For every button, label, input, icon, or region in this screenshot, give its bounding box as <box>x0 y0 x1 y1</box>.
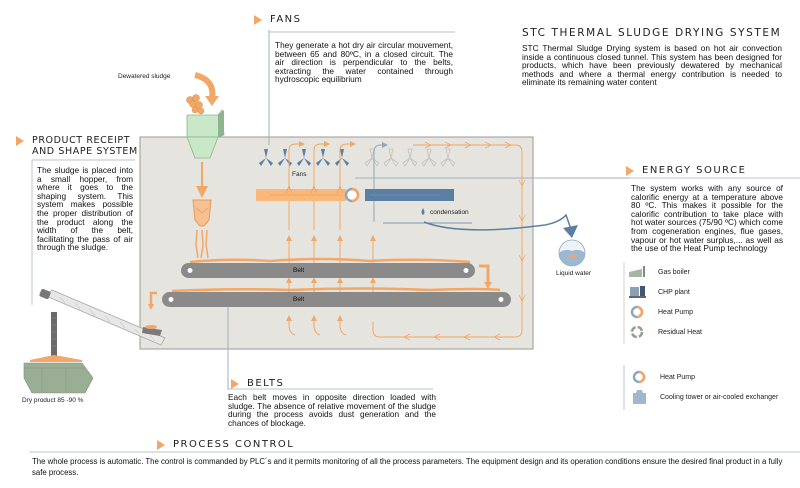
cooling-tower-icon <box>633 390 646 404</box>
energy-source-heading-label: ENERGY SOURCE <box>642 165 747 176</box>
belt-transfer-arrow <box>479 264 490 283</box>
lower-belt <box>162 287 511 307</box>
belts-heading-label: BELTS <box>247 378 285 389</box>
drying-tunnel <box>139 136 534 350</box>
process-control-heading-label: PROCESS CONTROL <box>173 439 295 450</box>
legend-item-heat-pump: Heat Pump <box>628 302 702 322</box>
fans-heading-label: FANS <box>270 14 302 25</box>
belts-heading: BELTS <box>231 378 284 389</box>
process-control-heading: PROCESS CONTROL <box>157 439 294 450</box>
condensate-drain-line <box>423 213 573 233</box>
liquid-water-icon <box>558 239 586 267</box>
dry-product-skip <box>23 355 94 394</box>
sludge-lumps <box>186 94 205 115</box>
page-title: STC THERMAL SLUDGE DRYING SYSTEM <box>522 27 782 39</box>
cooling-legend: Heat Pump Cooling tower or air-cooled ex… <box>630 367 778 407</box>
legend-label: Heat Pump <box>658 308 694 316</box>
legend-label: Heat Pump <box>660 373 696 381</box>
energy-source-heading: ENERGY SOURCE <box>626 165 746 176</box>
dewatered-sludge-label: Dewatered sludge <box>118 73 171 80</box>
section-marker-icon <box>626 165 634 176</box>
falling-sludge <box>195 229 209 259</box>
section-marker-icon <box>254 14 262 25</box>
fans-heading: FANS <box>254 14 302 25</box>
upper-belt-label: Belt <box>293 267 305 274</box>
product-receipt-text: The sludge is placed into a small hopper… <box>37 165 133 253</box>
legend-item-chp-plant: CHP plant <box>628 282 702 302</box>
chp-plant-icon <box>629 286 646 298</box>
section-marker-icon <box>157 439 165 450</box>
section-marker-icon <box>16 136 24 146</box>
fans-text: They generate a hot dry air circular mou… <box>275 40 453 85</box>
product-receipt-heading: PRODUCT RECEIPT AND SHAPE SYSTEM <box>16 135 138 157</box>
energy-source-text: The system works with any source of calo… <box>631 183 783 254</box>
upper-belt <box>181 257 475 278</box>
heat-pump-icon <box>630 305 644 319</box>
legend-item-heat-pump-cooling: Heat Pump <box>630 367 778 387</box>
belts-text: Each belt moves in opposite direction lo… <box>228 392 436 428</box>
process-control-text: The whole process is automatic. The cont… <box>32 457 783 477</box>
legend-label: Cooling tower or air-cooled exchanger <box>660 393 779 401</box>
liquid-water-label: Liquid water <box>556 270 592 277</box>
section-marker-icon <box>231 378 239 389</box>
dewatered-sludge-arrow <box>194 72 216 99</box>
legend-item-residual-heat: Residual Heat <box>628 322 702 342</box>
moist-air-arrow <box>373 142 388 222</box>
heating-coil-marks <box>270 185 344 196</box>
screw-conveyor <box>39 289 166 346</box>
conveyor-support <box>51 312 57 357</box>
fans-label: Fans <box>292 171 307 178</box>
product-receipt-heading-line1: PRODUCT RECEIPT <box>32 135 131 146</box>
discharge-arrow <box>149 291 157 305</box>
intro-block: STC THERMAL SLUDGE DRYING SYSTEM STC The… <box>522 27 782 87</box>
hopper <box>186 108 225 159</box>
condensation-label: condensation <box>430 209 469 216</box>
heat-pump-icon <box>632 370 646 384</box>
condensation-drop-icon <box>421 208 425 215</box>
legend-label: Gas boiler <box>658 268 690 276</box>
gas-boiler-icon <box>629 266 645 277</box>
product-receipt-heading-line2: AND SHAPE SYSTEM <box>32 146 138 157</box>
legend-label: Residual Heat <box>658 328 702 336</box>
legend-label: CHP plant <box>658 288 690 296</box>
heat-source-legend: Gas boiler CHP plant Heat Pump Residual … <box>628 262 702 342</box>
legend-item-gas-boiler: Gas boiler <box>628 262 702 282</box>
air-outlet-arrows <box>288 141 356 230</box>
fans-row-idle <box>364 148 456 167</box>
loop-direction-marks <box>403 141 526 341</box>
air-recirculation-loop <box>372 144 523 338</box>
intro-text: STC Thermal Sludge Drying system is base… <box>522 43 782 88</box>
legend-item-cooling-tower: Cooling tower or air-cooled exchanger <box>630 387 778 407</box>
lower-belt-label: Belt <box>293 296 305 303</box>
residual-heat-icon <box>630 325 644 339</box>
dry-product-label: Dry product 85 -90 % <box>22 397 84 404</box>
